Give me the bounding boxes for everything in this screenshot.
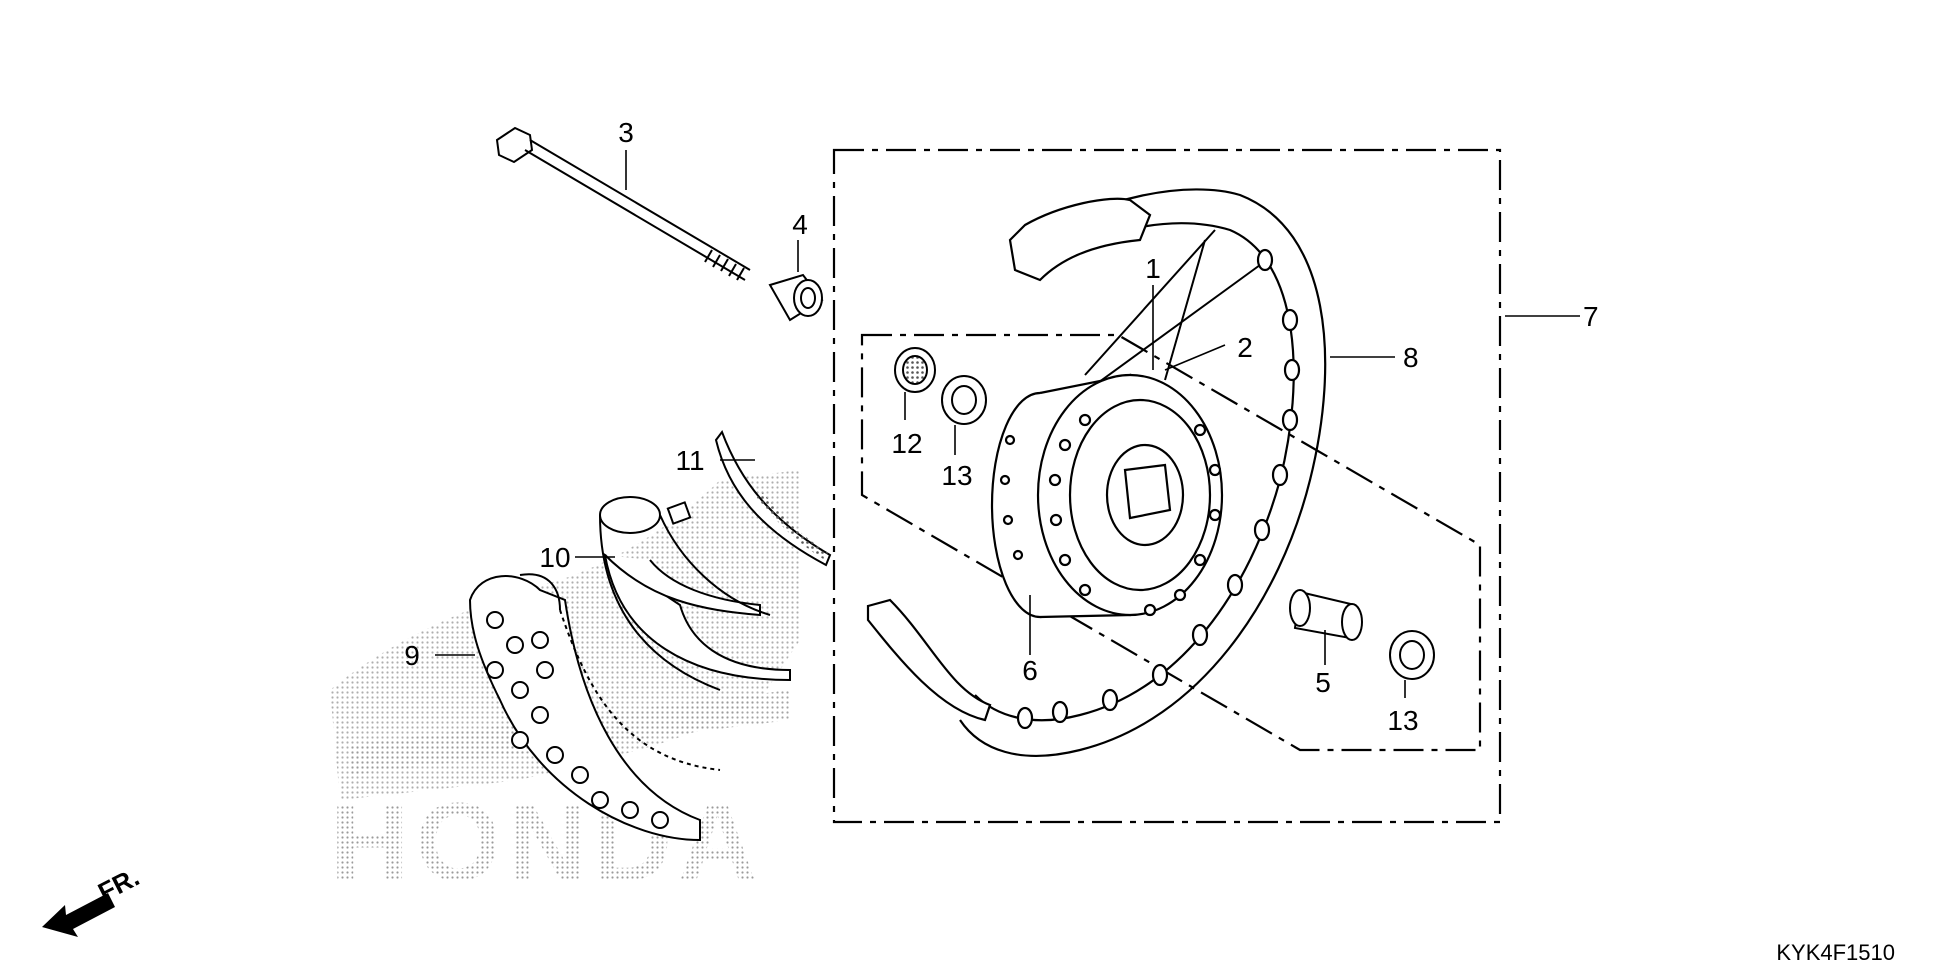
wheel-assembly-box	[832, 148, 1502, 824]
axle-bolt	[495, 126, 751, 281]
callout-13-left: 13	[941, 460, 972, 491]
callout-8: 8	[1403, 342, 1419, 373]
callout-3: 3	[618, 117, 634, 148]
callout-7: 7	[1583, 301, 1599, 332]
callout-1: 1	[1145, 253, 1161, 284]
radial-bearing-left	[941, 375, 987, 425]
valve-stem-icon	[666, 501, 692, 525]
axle-thread	[704, 249, 745, 281]
callout-labels: 3 4 1 2 7 8 12 13 11 10 9 6 5 13	[404, 117, 1598, 736]
distance-collar	[1289, 589, 1363, 641]
rim-top-section	[1008, 197, 1152, 282]
arrow-left-icon	[42, 893, 115, 937]
tire	[468, 573, 721, 842]
spoke-holes	[1016, 248, 1301, 730]
callout-9: 9	[404, 640, 420, 671]
callout-10: 10	[539, 542, 570, 573]
dust-seal	[894, 347, 936, 393]
callout-12: 12	[891, 428, 922, 459]
spokes	[1084, 229, 1261, 386]
rim	[866, 188, 1327, 757]
inner-tube	[599, 496, 791, 691]
tire-tread	[486, 611, 669, 829]
hub-center-icon	[1123, 463, 1172, 520]
callout-13-right: 13	[1387, 705, 1418, 736]
callout-4: 4	[792, 209, 808, 240]
side-collar	[768, 273, 824, 322]
hub-assembly-box	[860, 333, 1482, 752]
leader-lines	[435, 150, 1580, 698]
callout-6: 6	[1022, 655, 1038, 686]
callout-5: 5	[1315, 667, 1331, 698]
wheel-hub	[990, 373, 1224, 619]
rim-bottom-section	[866, 598, 992, 722]
hub-flange-holes	[999, 413, 1222, 617]
rim-band	[714, 429, 832, 567]
diagram-code: KYK4F1510	[1776, 940, 1895, 965]
callout-11: 11	[675, 445, 704, 476]
front-direction-indicator: FR.	[42, 862, 144, 937]
honda-wordmark: HONDA	[330, 781, 763, 904]
radial-bearing-right	[1389, 630, 1435, 680]
callout-2: 2	[1237, 332, 1253, 363]
